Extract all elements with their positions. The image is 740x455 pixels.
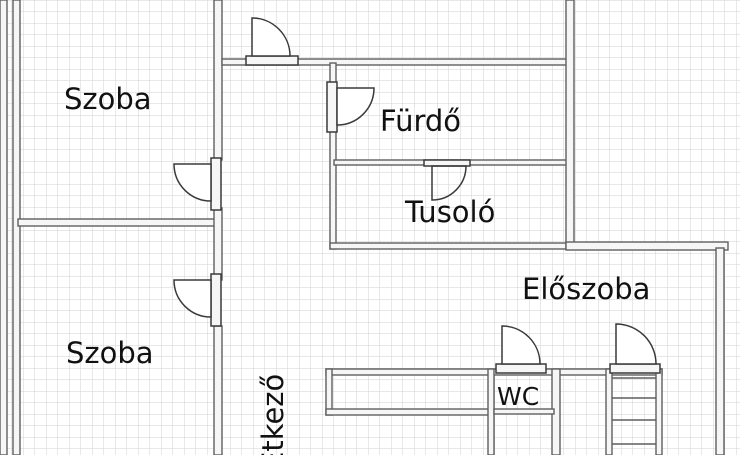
- room-label-furdo: Fürdő: [380, 104, 461, 138]
- wall-wc-divider: [487, 368, 495, 455]
- door-tusolo: [423, 159, 471, 201]
- wall-rooms-right-bottom: [213, 325, 223, 455]
- wall-rooms-right-top: [213, 0, 223, 161]
- stairs: [612, 377, 656, 445]
- door-wc: [495, 325, 547, 374]
- wall-tusolo-bottom: [329, 242, 571, 250]
- door-stair: [609, 323, 661, 374]
- room-label-eloszoba: Előszoba: [522, 272, 650, 306]
- wall-wc-bottom: [325, 408, 490, 416]
- wall-left-outer: [0, 0, 8, 455]
- room-label-etkezo: Étkező: [256, 374, 290, 455]
- doors: [173, 17, 661, 374]
- room-label-szoba-bottom: Szoba: [66, 336, 154, 370]
- door-top-hall: [245, 17, 299, 66]
- wall-wc-left: [325, 368, 333, 416]
- wall-stair-left: [605, 368, 613, 455]
- door-furdo: [326, 81, 375, 133]
- wall-rooms-divider: [17, 218, 219, 227]
- wall-rooms-right-mid: [213, 207, 223, 281]
- door-szoba-bottom: [173, 273, 222, 327]
- wall-left-inner: [12, 0, 21, 455]
- room-label-tusolo: Tusoló: [404, 195, 495, 229]
- wall-bath-right: [565, 0, 575, 250]
- wall-stair-right: [655, 368, 663, 455]
- room-label-szoba-top: Szoba: [64, 82, 152, 116]
- wall-eloszoba-top: [565, 241, 729, 251]
- wall-wc-bottom-right: [493, 408, 555, 415]
- room-label-wc: WC: [497, 382, 539, 411]
- wall-right-outer: [715, 247, 725, 455]
- door-szoba-top: [173, 157, 222, 211]
